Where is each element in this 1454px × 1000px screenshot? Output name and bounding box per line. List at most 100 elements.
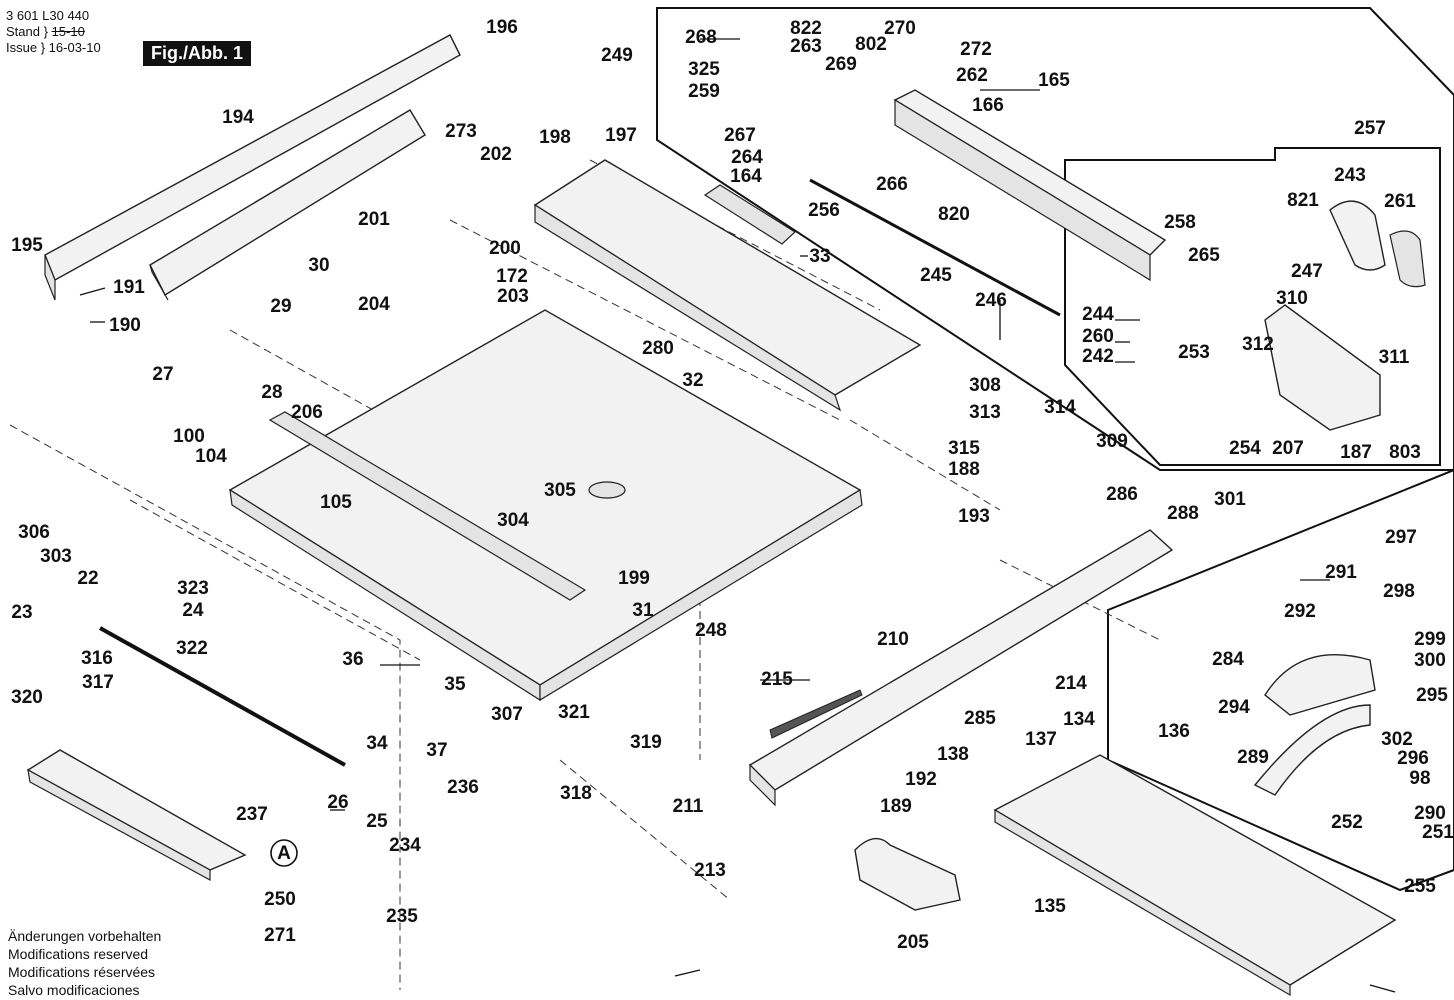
callout-313: 313: [969, 402, 1001, 423]
callout-25: 25: [366, 811, 388, 832]
assembly-frame-802: [656, 7, 1454, 471]
callout-196: 196: [486, 17, 518, 38]
callout-243: 243: [1334, 165, 1366, 186]
callout-309: 309: [1096, 431, 1128, 452]
callout-315: 315: [948, 438, 980, 459]
callout-138: 138: [937, 744, 969, 765]
callout-242: 242: [1082, 346, 1114, 367]
callout-270: 270: [884, 18, 916, 39]
callout-214: 214: [1055, 673, 1087, 694]
callout-294: 294: [1218, 697, 1250, 718]
callout-321: 321: [558, 702, 590, 723]
callout-255: 255: [1404, 876, 1436, 897]
callout-245: 245: [920, 265, 952, 286]
callout-105: 105: [320, 492, 352, 513]
stand-label: Stand: [6, 24, 40, 39]
callout-306: 306: [18, 522, 50, 543]
miter-gauge-284: [1253, 653, 1376, 796]
callout-291: 291: [1325, 562, 1357, 583]
callout-300: 300: [1414, 650, 1446, 671]
callout-201: 201: [358, 209, 390, 230]
callout-244: 244: [1082, 304, 1114, 325]
callout-197: 197: [605, 125, 637, 146]
callout-251: 251: [1422, 822, 1454, 843]
leader-line: [79, 287, 106, 296]
callout-317: 317: [82, 672, 114, 693]
callout-194: 194: [222, 107, 254, 128]
callout-316: 316: [81, 648, 113, 669]
callout-272: 272: [960, 39, 992, 60]
callout-290: 290: [1414, 803, 1446, 824]
callout-307: 307: [491, 704, 523, 725]
callout-262: 262: [956, 65, 988, 86]
callout-246: 246: [975, 290, 1007, 311]
callout-803: 803: [1389, 442, 1421, 463]
extension-table-234: [26, 749, 247, 882]
main-table-303: [228, 309, 863, 702]
stand-value: 15-10: [51, 24, 85, 39]
callout-269: 269: [825, 54, 857, 75]
callout-204: 204: [358, 294, 390, 315]
callout-215: 215: [761, 669, 793, 690]
fence-262: [893, 89, 1167, 282]
callout-98: 98: [1409, 768, 1430, 789]
rail-194: [44, 34, 461, 301]
callout-252: 252: [1331, 812, 1363, 833]
leader-lines: [79, 38, 1396, 993]
insert-31-top: [703, 184, 796, 245]
callout-35: 35: [444, 674, 466, 695]
callout-822: 822: [790, 18, 822, 39]
callout-256: 256: [808, 200, 840, 221]
callout-280: 280: [642, 338, 674, 359]
callout-314: 314: [1044, 397, 1076, 418]
callout-235: 235: [386, 906, 418, 927]
callout-263: 263: [790, 36, 822, 57]
extension-table-210: [993, 754, 1397, 997]
callout-164: 164: [730, 166, 762, 187]
callout-28: 28: [261, 382, 282, 403]
callout-264: 264: [731, 147, 763, 168]
assembly-frame-803: [1107, 468, 1454, 892]
doc-number: 3 601 L30 440: [6, 8, 90, 23]
callout-312: 312: [1242, 334, 1274, 355]
callout-213: 213: [694, 860, 726, 881]
callout-193: 193: [958, 506, 990, 527]
callout-236: 236: [447, 777, 479, 798]
callout-301: 301: [1214, 489, 1246, 510]
callout-210: 210: [877, 629, 909, 650]
assembly-frame-820: [1064, 147, 1441, 466]
bracket-242: [1264, 304, 1381, 431]
rod-821: [809, 178, 1061, 317]
callout-24: 24: [182, 600, 204, 621]
callout-802: 802: [855, 34, 887, 55]
callout-187: 187: [1340, 442, 1372, 463]
callout-302: 302: [1381, 729, 1413, 750]
leader-line: [1369, 984, 1396, 993]
leader-line: [674, 969, 701, 977]
callout-30: 30: [308, 255, 329, 276]
callout-296: 296: [1397, 748, 1429, 769]
callout-273: 273: [445, 121, 477, 142]
callout-289: 289: [1237, 747, 1269, 768]
callout-250: 250: [264, 889, 296, 910]
callout-188: 188: [948, 459, 980, 480]
callout-323: 323: [177, 578, 209, 599]
note-en: Modifications reserved: [8, 946, 149, 962]
callout-202: 202: [480, 144, 512, 165]
cover-138: [854, 837, 961, 911]
callout-320: 320: [11, 687, 43, 708]
callout-137: 137: [1025, 729, 1057, 750]
callout-295: 295: [1416, 685, 1448, 706]
callout-247: 247: [1291, 261, 1323, 282]
callout-136: 136: [1158, 721, 1190, 742]
callout-190: 190: [109, 315, 141, 336]
callout-265: 265: [1188, 245, 1220, 266]
callout-195: 195: [11, 235, 43, 256]
callout-33: 33: [809, 246, 830, 267]
callout-318: 318: [560, 783, 592, 804]
callout-189: 189: [880, 796, 912, 817]
callout-303: 303: [40, 546, 72, 567]
callout-234: 234: [389, 835, 421, 856]
callout-308: 308: [969, 375, 1001, 396]
